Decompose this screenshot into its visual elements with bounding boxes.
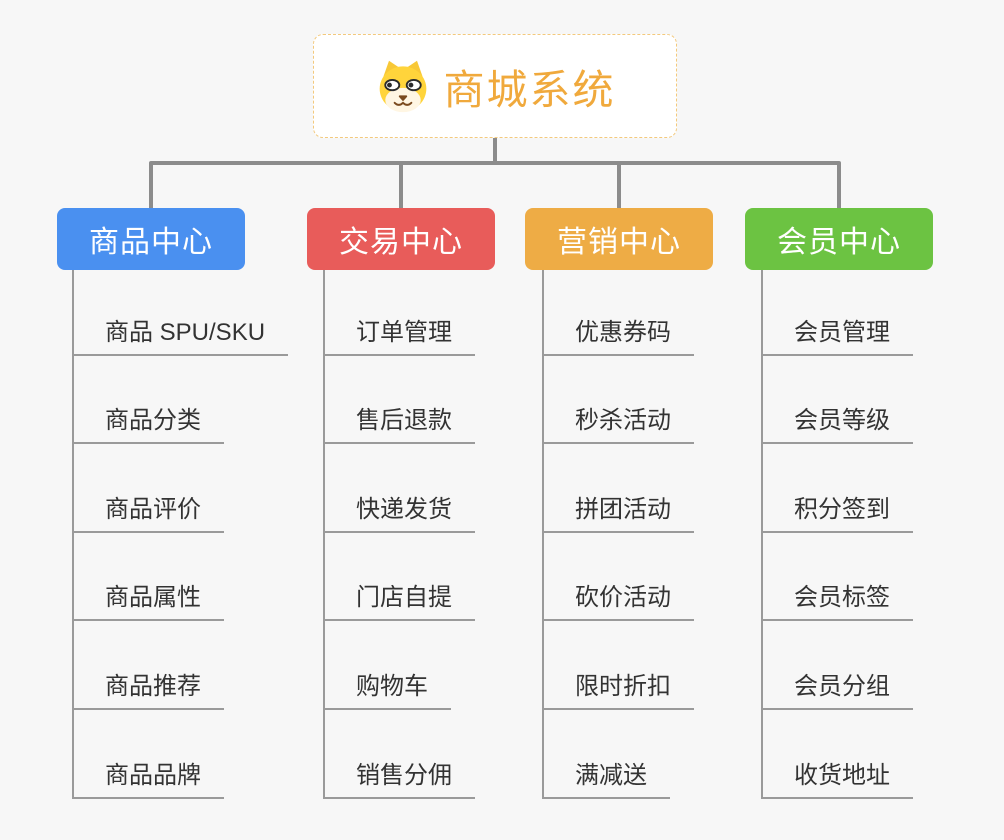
child-node[interactable]: 收货地址: [761, 710, 913, 799]
child-node[interactable]: 商品属性: [72, 533, 224, 622]
branch-node-trade-center[interactable]: 交易中心: [307, 208, 495, 270]
child-node[interactable]: 满减送: [542, 710, 670, 799]
child-node[interactable]: 会员管理: [761, 267, 913, 356]
root-node[interactable]: 商城系统: [313, 34, 677, 138]
child-node[interactable]: 售后退款: [323, 356, 475, 445]
child-node[interactable]: 销售分佣: [323, 710, 475, 799]
child-node[interactable]: 订单管理: [323, 267, 475, 356]
child-node[interactable]: 会员标签: [761, 533, 913, 622]
branch-children-marketing: 优惠券码 秒杀活动 拼团活动 砍价活动 限时折扣 满减送: [542, 267, 694, 799]
branch-children-product: 商品 SPU/SKU 商品分类 商品评价 商品属性 商品推荐 商品品牌: [72, 267, 289, 799]
root-title: 商城系统: [443, 67, 616, 113]
child-node[interactable]: 商品品牌: [72, 710, 224, 799]
branch-node-marketing-center[interactable]: 营销中心: [525, 208, 713, 270]
child-node[interactable]: 会员等级: [761, 356, 913, 445]
child-node[interactable]: 限时折扣: [542, 621, 694, 710]
child-node[interactable]: 会员分组: [761, 621, 913, 710]
branch-children-member: 会员管理 会员等级 积分签到 会员标签 会员分组 收货地址: [761, 267, 913, 799]
child-node[interactable]: 商品评价: [72, 444, 224, 533]
child-node[interactable]: 商品分类: [72, 356, 224, 445]
branch-children-trade: 订单管理 售后退款 快递发货 门店自提 购物车 销售分佣: [323, 267, 475, 799]
branch-node-member-center[interactable]: 会员中心: [745, 208, 933, 270]
child-node[interactable]: 积分签到: [761, 444, 913, 533]
child-node[interactable]: 砍价活动: [542, 533, 694, 622]
dog-face-icon: [379, 60, 426, 113]
child-node[interactable]: 商品 SPU/SKU: [72, 267, 289, 356]
child-node[interactable]: 购物车: [323, 621, 451, 710]
branch-node-product-center[interactable]: 商品中心: [57, 208, 245, 270]
root-branch-connector: [149, 137, 841, 212]
child-node[interactable]: 拼团活动: [542, 444, 694, 533]
child-node[interactable]: 秒杀活动: [542, 356, 694, 445]
branch-trunk-lines: [72, 270, 763, 799]
child-node[interactable]: 门店自提: [323, 533, 475, 622]
child-node[interactable]: 优惠券码: [542, 267, 694, 356]
child-node[interactable]: 快递发货: [323, 444, 475, 533]
child-node[interactable]: 商品推荐: [72, 621, 224, 710]
